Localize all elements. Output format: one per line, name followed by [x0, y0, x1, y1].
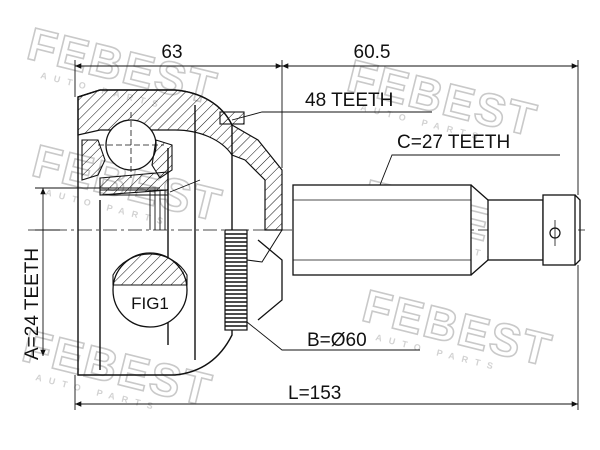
dim-48-teeth: 48 TEETH — [305, 90, 393, 111]
neck-lower — [246, 229, 283, 263]
abs-tooth-marker — [219, 111, 245, 125]
inner-spline — [100, 189, 168, 230]
dim-24-teeth: A=24 TEETH — [22, 248, 43, 360]
dim-63: 63 — [161, 42, 182, 63]
fig1-label: FIG1 — [131, 294, 169, 313]
abs-ring — [224, 229, 248, 331]
dim-length: L=153 — [288, 383, 341, 404]
neck — [257, 239, 283, 321]
watermark-group: FEBEST AUTO PARTS FEBEST AUTO PARTS FEBE… — [17, 16, 559, 417]
dim-27-teeth: C=27 TEETH — [397, 132, 510, 153]
dim-diameter: B=Ø60 — [307, 330, 367, 351]
cage-hatch-left — [81, 139, 106, 181]
fig1-detail: FIG1 — [112, 252, 188, 328]
dimension-lines — [35, 60, 579, 410]
dim-60-5: 60.5 — [354, 42, 391, 63]
shaft — [292, 184, 581, 276]
